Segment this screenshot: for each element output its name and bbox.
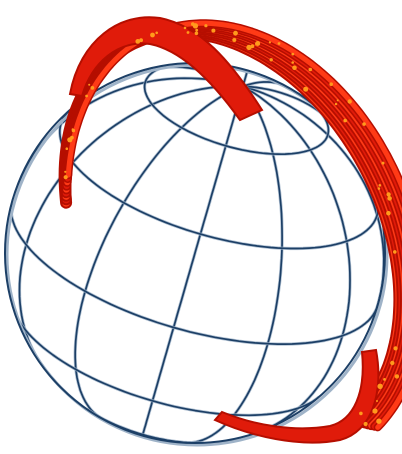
orbit-particle [204,24,207,27]
orbit-particle [337,99,339,101]
orbit-particle [378,187,381,190]
orbit-particle [343,119,347,123]
orbit-particle [64,171,66,173]
orbit-particle [376,419,381,424]
orbit-particle [335,103,337,105]
orbit-particle [395,374,399,378]
orbit-particle [72,129,75,132]
orbit-particle [184,27,187,30]
orbit-particle [372,408,377,413]
orbit-particle [377,384,382,389]
orbit-particle [329,82,333,86]
orbit-particle [364,422,368,426]
orbit-particle [91,86,95,90]
orbit-particle [386,211,391,216]
orbit-particle [309,68,313,72]
orbit-particle [383,378,386,381]
orbit-particle [64,175,68,179]
orbit-particle [195,29,198,32]
orbit-particle [390,361,394,365]
orbit-particle [187,31,190,34]
orbit-particle [233,31,238,36]
orbit-particle [269,41,271,43]
orbit-particle [270,58,273,61]
orbit-particle [151,33,153,35]
orbit-particle [382,162,385,165]
orbit-particle [195,32,199,36]
orbit-particle [66,147,69,150]
orbit-particle [255,42,258,45]
orbit-particle [379,184,382,187]
orbit-particle [278,42,281,45]
orbit-particle [139,38,143,42]
orbit-particle [387,196,392,201]
orbit-particle [362,122,366,126]
orbit-particle [246,45,251,50]
orbit-particle [291,53,294,56]
orbit-particle [393,250,397,254]
orbit-particle [88,84,90,86]
orbit-particle [67,137,72,142]
orbit-particle [292,66,297,71]
orbit-particle [386,192,390,196]
orbit-particle [359,412,363,416]
orbit-particle [193,23,198,28]
orbit-particle [85,95,88,98]
orbit-particle [291,61,294,64]
orbit-particle [394,346,398,350]
orbit-particle [155,32,158,35]
orbit-particle [232,38,236,42]
orbit-particle [376,400,378,402]
orbit-particle [303,87,308,92]
orbit-particle [348,99,352,103]
orbit-particle [211,29,215,33]
